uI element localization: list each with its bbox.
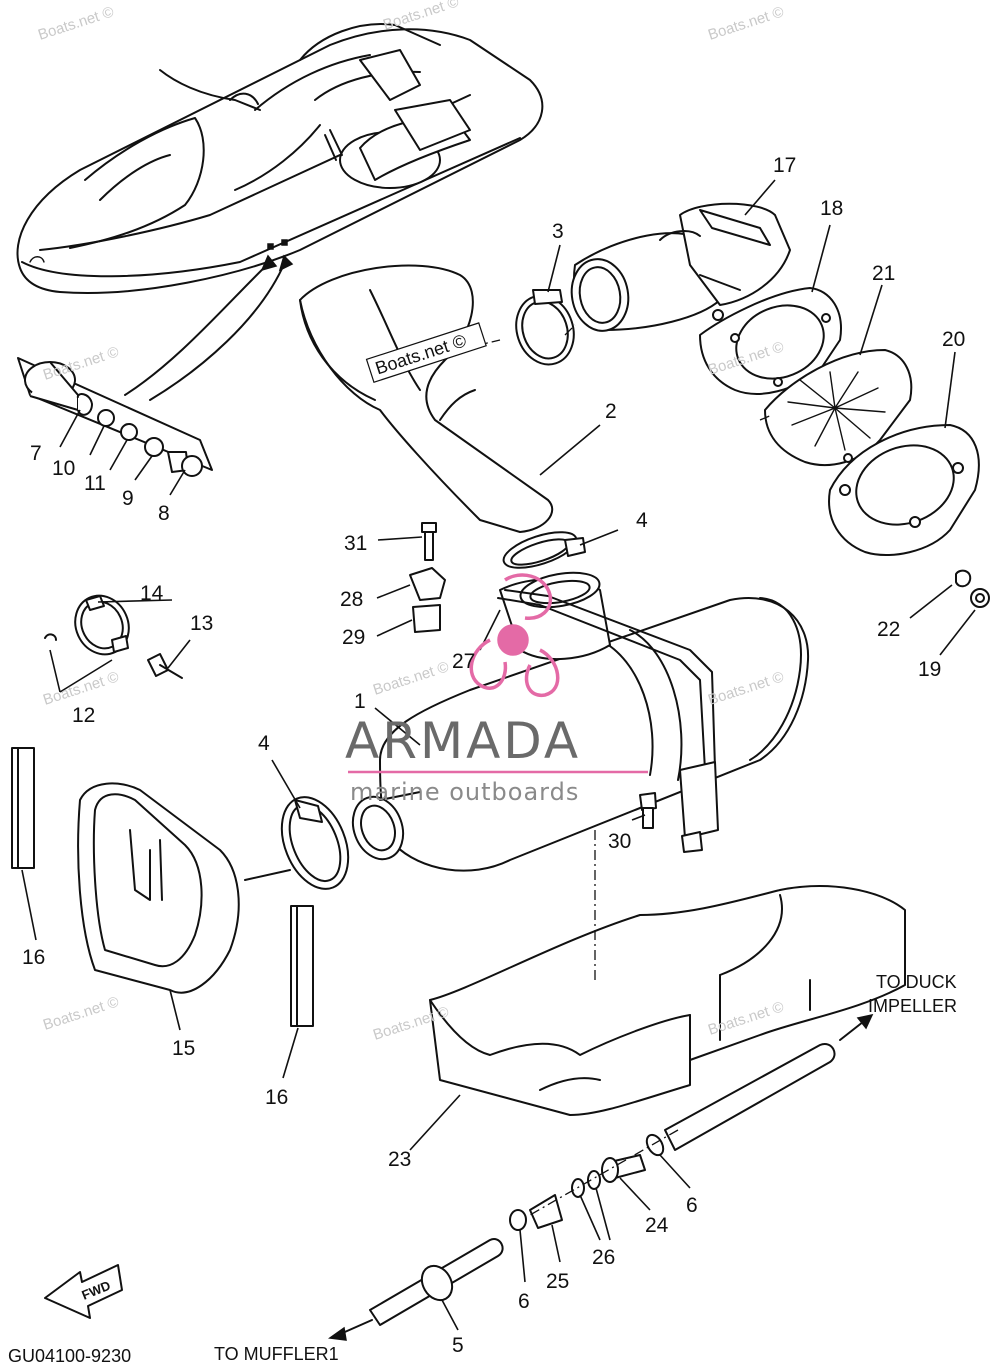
parts-12-13-14-clip [44, 594, 183, 693]
part-1-muffler [351, 571, 810, 872]
parts-28-29-31-hardware [409, 522, 446, 633]
callout-16-left: 16 [22, 946, 45, 969]
callout-6-right: 6 [686, 1194, 698, 1217]
watermark: Boats.net © [41, 668, 121, 708]
fwd-arrow-icon: FWD [44, 1264, 123, 1319]
part-16-spacer-right [290, 905, 314, 1027]
part-30-bolt [639, 792, 657, 829]
part-21-screen-plate [764, 349, 913, 466]
part-16-spacer-left [11, 747, 35, 869]
flow-arrows [328, 1013, 874, 1341]
note-duck-impeller-line2: IMPELLER [868, 996, 957, 1016]
callout-5: 5 [452, 1334, 464, 1357]
callout-17: 17 [773, 154, 796, 177]
callout-26: 26 [592, 1246, 615, 1269]
part-4-clamp-lower [280, 796, 350, 890]
leader-lines [21, 179, 976, 1331]
callout-24: 24 [645, 1214, 669, 1237]
watermark: Boats.net © [706, 3, 786, 43]
callout-14: 14 [140, 582, 164, 605]
callout-numbers: 17 18 3 21 20 2 7 10 11 9 8 4 31 28 29 1… [22, 154, 965, 1357]
propeller-logo-icon [469, 573, 560, 697]
callout-30: 30 [608, 830, 631, 853]
part-20-exhaust-outlet-plate [828, 424, 980, 556]
callout-10: 10 [52, 457, 75, 480]
note-to-muffler: TO MUFFLER1 [214, 1344, 339, 1364]
callout-29: 29 [342, 626, 365, 649]
callout-20: 20 [942, 328, 965, 351]
parts-22-19-fasteners [955, 569, 990, 608]
callout-6-left: 6 [518, 1290, 530, 1313]
callout-8: 8 [158, 502, 170, 525]
callout-18: 18 [820, 197, 843, 220]
watermark: Boats.net © [41, 993, 121, 1033]
callout-11: 11 [84, 472, 106, 495]
callout-16-right: 16 [265, 1086, 288, 1109]
bracket-detail [17, 357, 213, 477]
callout-9: 9 [122, 487, 134, 510]
callout-23: 23 [388, 1148, 411, 1171]
callout-15: 15 [172, 1037, 195, 1060]
callout-3: 3 [552, 220, 564, 243]
callout-22: 22 [877, 618, 900, 641]
part-17-joint-pipe [570, 202, 791, 332]
callout-21: 21 [872, 262, 895, 285]
diagram-notes: TO DUCK IMPELLER TO MUFFLER1 GU04100-923… [8, 972, 957, 1366]
watermark: Boats.net © [36, 3, 116, 43]
callout-4-upper: 4 [636, 509, 648, 532]
part-3-clamp [515, 289, 575, 366]
armada-brand-watermark: ARMADA marine outboards [345, 573, 648, 806]
callout-19: 19 [918, 658, 941, 681]
watercraft-illustration [16, 23, 544, 401]
callout-12: 12 [72, 704, 95, 727]
part-15-rubber-boot [77, 782, 291, 994]
callout-13: 13 [190, 612, 213, 635]
part-4-clamp-upper [502, 531, 586, 569]
callout-28: 28 [340, 588, 363, 611]
diagram-code: GU04100-9230 [8, 1346, 131, 1366]
part-23-foam-cover [429, 885, 906, 1116]
part-2-exhaust-elbow [299, 264, 554, 533]
note-duck-impeller-line1: TO DUCK [876, 972, 957, 992]
brand-tagline: marine outboards [350, 778, 579, 806]
callout-25: 25 [546, 1270, 569, 1293]
callout-4-lower: 4 [258, 732, 270, 755]
callout-7: 7 [30, 442, 42, 465]
callout-31: 31 [344, 532, 367, 555]
callout-27: 27 [452, 650, 475, 673]
watermark: Boats.net © [41, 343, 121, 383]
part-18-gasket [699, 287, 842, 395]
callout-1: 1 [354, 690, 366, 713]
watermark: Boats.net © [371, 658, 451, 698]
callout-2: 2 [605, 400, 617, 423]
brand-name: ARMADA [345, 712, 581, 770]
lower-hose-fittings [369, 1043, 836, 1326]
